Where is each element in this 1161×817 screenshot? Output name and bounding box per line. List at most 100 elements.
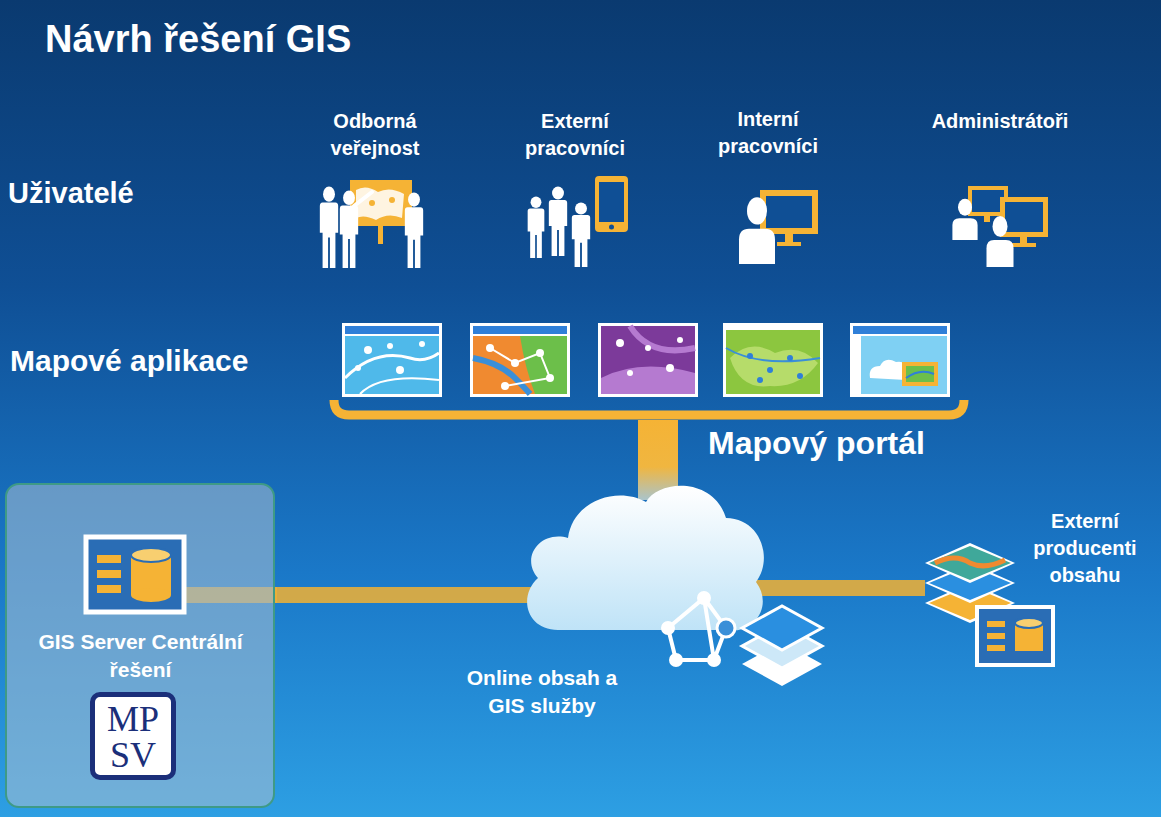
app-window [747,353,753,359]
app-window [723,323,823,397]
node-text: Externí producenti obsahu [1019,508,1151,589]
administrators-icon [972,190,1004,212]
app-window [850,323,950,397]
app-window [850,323,950,397]
server-icon [86,537,184,612]
app-window [616,339,624,347]
app-window [536,349,544,357]
app-window [490,348,550,386]
external-workers-icon [528,176,628,267]
app-window [520,336,567,394]
network-icon [661,621,675,635]
content-icons [935,558,1005,566]
administrators-icon [1005,202,1043,232]
mpsv-logo: MPSV [90,692,176,780]
app-window [861,336,947,394]
user-group: Administrátoři [900,108,1100,270]
row-label: Mapové aplikace [10,344,248,378]
administrators-icon [984,216,990,222]
app-window [387,343,393,349]
node-text: Administrátoři [900,108,1100,135]
expert-public-icon [369,200,375,206]
app-window [853,326,947,334]
row-label: Uživatelé [8,177,134,210]
content-icons [1015,618,1043,628]
user-group: Externí pracovníci [510,108,640,270]
app-window [902,362,938,386]
external-workers-icon [599,182,624,222]
app-window [473,358,530,394]
external-workers-icon [572,202,590,267]
internal-workers-icon [760,190,818,234]
expert-public-icon [389,197,395,203]
app-window [470,323,570,397]
node-text: GIS Server Centrální řešení [33,628,248,685]
expert-public-icon [378,226,383,244]
link-band [752,580,925,596]
portal-bracket [334,400,964,415]
app-window [601,326,695,394]
app-window [342,323,442,397]
app-window [511,359,519,367]
network-icon [669,653,683,667]
map-apps [330,318,968,420]
administrators-icon [952,199,977,240]
user-group: Odborná veřejnost [310,108,440,270]
content-icons [925,508,1155,668]
app-window [677,337,683,343]
administrators-icon [1012,243,1036,247]
app-window [630,326,695,350]
link-band [275,587,534,603]
app-window [546,374,554,382]
server-icon [131,548,171,562]
app-window [501,382,509,390]
app-window [767,367,773,373]
cloud-node: Online obsah a GIS služby [518,478,768,642]
content-icons [987,633,1005,639]
app-window [601,367,695,394]
expert-public-icon [354,192,372,206]
node-text: Externí pracovníci [510,108,640,162]
server-icon [97,585,121,593]
internal-workers-icon [777,242,801,246]
administrators-icon [1020,237,1027,243]
app-window [470,323,570,397]
app-window [345,326,439,334]
app-window [473,336,567,394]
external-workers-icon [528,196,545,258]
user-group: Interní pracovníci [703,106,833,268]
app-window [906,366,934,382]
node-text: Interní pracovníci [703,106,833,160]
app-window [726,348,820,361]
app-window [598,323,698,397]
server-icon [97,570,121,578]
cloud-shape [518,478,768,642]
external-workers-icon [609,225,614,230]
app-window [723,323,823,397]
expert-public-icon [340,191,358,268]
expert-public-icon [405,193,423,268]
content-icons [977,607,1053,665]
internal-workers-icon [739,190,818,264]
network-icon [717,619,735,637]
app-window [396,366,404,374]
app-window [473,326,567,334]
content-icons [987,645,1005,651]
app-window [666,364,674,372]
map-portal: Mapový portál [330,318,968,420]
external-workers-icon [549,187,567,257]
expert-public-icon [356,187,404,220]
network-icon [707,653,721,667]
layers-icon [742,606,822,686]
gis-server-panel: GIS Server Centrální řešeníMPSV [5,483,275,808]
app-window [342,323,442,397]
app-window [730,347,818,387]
expert-public-icon [320,187,338,268]
app-window [419,341,425,347]
internal-workers-icon [785,234,793,242]
content-icons [925,543,1015,583]
logo-text: MP [95,701,171,737]
external-workers-icon [595,176,628,232]
logo-text: SV [95,737,171,773]
app-window [345,336,439,394]
